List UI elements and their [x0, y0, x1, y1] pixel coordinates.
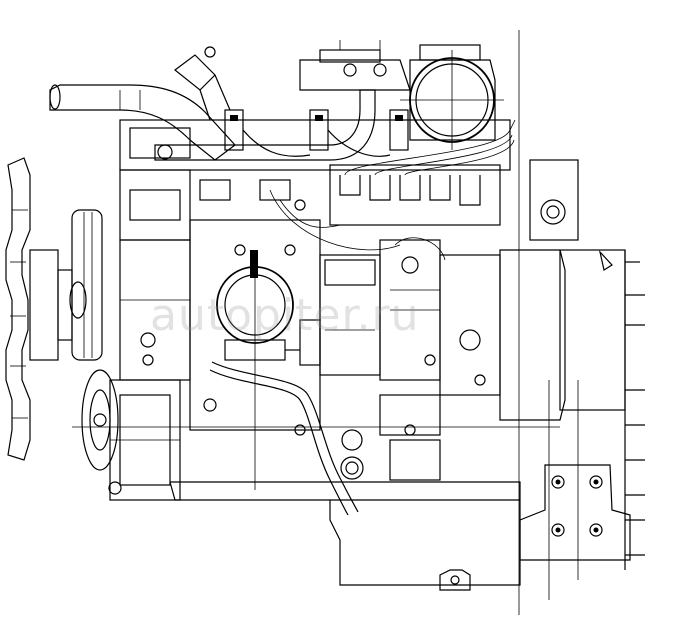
fan-hub [29, 209, 103, 361]
ac-compressor [81, 369, 181, 501]
fuel-filter [379, 237, 501, 396]
fuel-lines [269, 119, 516, 251]
oil-filler [174, 46, 231, 121]
flywheel-housing [499, 249, 645, 570]
mount-bracket-bottom [519, 464, 631, 561]
oil-filter [299, 254, 381, 376]
injectors [224, 109, 409, 157]
dipstick-tube [209, 361, 359, 516]
air-intake [400, 44, 504, 150]
fan [5, 157, 31, 461]
engine-block [119, 169, 321, 431]
construction-lines [72, 30, 579, 615]
intake-pipe [49, 84, 236, 161]
oil-pan [169, 481, 521, 591]
mount-bracket-top [529, 159, 579, 241]
coolant-pipe [154, 89, 376, 161]
thermostat-housing [216, 250, 300, 361]
sump-fittings [340, 394, 441, 481]
bolts [199, 179, 486, 436]
